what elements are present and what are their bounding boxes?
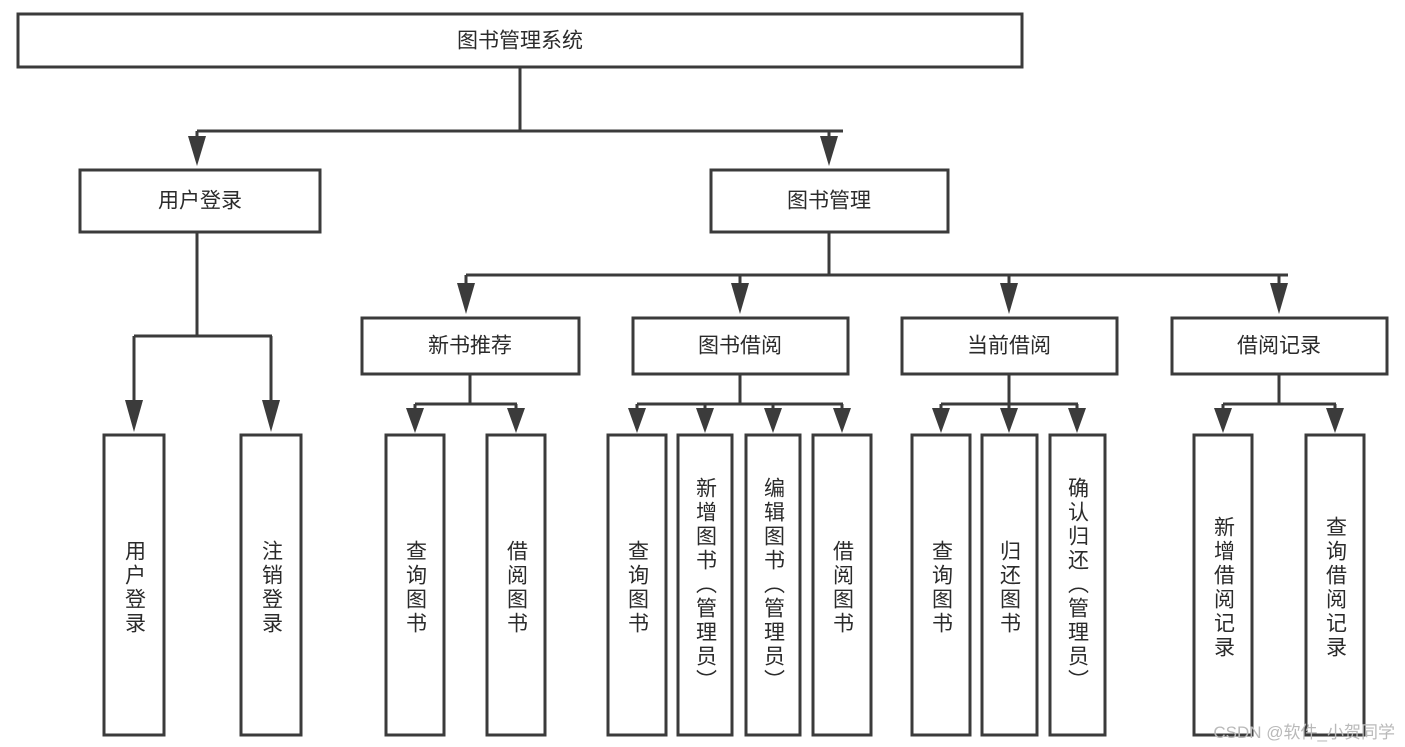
node-borrow-record-label: 借阅记录 [1237,335,1321,358]
leaf-node-query-book-3[interactable]: 查询图书 [910,433,972,737]
leaf-logout-label: 注销登录 [260,540,284,636]
leaf-node-add-book[interactable]: 新增图书（管理员） [676,433,734,737]
connector-book-borrow-to-leaves [628,374,851,433]
connector-root-to-level2 [188,68,843,166]
leaf-return-book-label: 归还图书 [998,540,1022,636]
arrowhead-leaf-logout [262,400,280,432]
leaf-borrow-book-1-box[interactable] [485,433,547,737]
node-book-management-label: 图书管理 [787,190,871,213]
leaf-node-edit-book[interactable]: 编辑图书（管理员） [744,433,802,737]
node-new-book-recommend-box[interactable] [360,316,581,376]
leaf-node-query-book-2[interactable]: 查询图书 [606,433,668,737]
leaf-edit-book-box[interactable] [744,433,802,737]
arrowhead-leaf-user-login [125,400,143,432]
leaf-node-confirm-return[interactable]: 确认归还（管理员） [1048,433,1107,737]
leaf-node-return-book[interactable]: 归还图书 [980,433,1039,737]
arrowhead-leaf-query-book-3 [932,408,950,433]
arrowhead-to-new-book-recommend [457,283,475,314]
node-book-borrow-box[interactable] [631,316,850,376]
leaf-borrow-book-2-label: 借阅图书 [831,540,855,636]
leaf-node-query-book-1[interactable]: 查询图书 [384,433,446,737]
node-user-login[interactable]: 用户登录 [78,168,322,234]
leaf-user-login-label: 用户登录 [123,540,147,636]
arrowhead-leaf-borrow-book-1 [507,408,525,433]
connector-user-login-to-leaves [125,233,280,432]
leaf-borrow-book-1-label: 借阅图书 [505,540,529,636]
node-book-management[interactable]: 图书管理 [709,168,950,234]
leaf-node-query-record[interactable]: 查询借阅记录 [1304,433,1366,737]
node-current-borrow[interactable]: 当前借阅 [900,316,1119,376]
leaf-user-login-box[interactable] [102,433,166,737]
connector-current-borrow-to-leaves [932,374,1086,433]
node-book-borrow[interactable]: 图书借阅 [631,316,850,376]
node-borrow-record[interactable]: 借阅记录 [1170,316,1389,376]
leaf-query-book-3-label: 查询图书 [930,540,954,636]
node-borrow-record-box[interactable] [1170,316,1389,376]
leaf-add-book-label: 新增图书（管理员） [694,477,718,693]
leaf-query-record-label: 查询借阅记录 [1324,516,1348,660]
node-root-box[interactable] [16,12,1024,69]
arrowhead-leaf-query-record [1326,408,1344,433]
arrowhead-leaf-return-book [1000,408,1018,433]
leaf-confirm-return-box[interactable] [1048,433,1107,737]
leaf-add-record-box[interactable] [1192,433,1254,737]
leaf-query-book-1-label: 查询图书 [404,540,428,636]
arrowhead-leaf-add-record [1214,408,1232,433]
node-user-login-box[interactable] [78,168,322,234]
leaf-add-book-box[interactable] [676,433,734,737]
leaf-query-book-2-label: 查询图书 [626,540,650,636]
leaf-node-logout[interactable]: 注销登录 [239,433,303,737]
node-book-borrow-label: 图书借阅 [698,335,782,358]
leaf-borrow-book-2-box[interactable] [811,433,873,737]
leaf-return-book-box[interactable] [980,433,1039,737]
arrowhead-leaf-add-book [696,408,714,433]
node-current-borrow-label: 当前借阅 [967,335,1051,358]
leaf-node-add-record[interactable]: 新增借阅记录 [1192,433,1254,737]
arrowhead-leaf-edit-book [764,408,782,433]
connector-book-management-to-level3 [457,233,1288,314]
node-user-login-label: 用户登录 [158,190,242,213]
connector-borrow-record-to-leaves [1214,374,1344,433]
leaf-node-borrow-book-2[interactable]: 借阅图书 [811,433,873,737]
arrowhead-to-borrow-record [1270,283,1288,314]
arrowhead-leaf-query-book-1 [406,408,424,433]
leaf-query-book-3-box[interactable] [910,433,972,737]
leaf-query-record-box[interactable] [1304,433,1366,737]
connector-new-book-recommend-to-leaves [406,374,525,433]
leaf-query-book-2-box[interactable] [606,433,668,737]
leaf-add-record-label: 新增借阅记录 [1212,516,1236,660]
leaf-node-user-login[interactable]: 用户登录 [102,433,166,737]
leaf-node-borrow-book-1[interactable]: 借阅图书 [485,433,547,737]
leaf-query-book-1-box[interactable] [384,433,446,737]
node-new-book-recommend-label: 新书推荐 [428,335,512,358]
arrowhead-to-book-borrow [731,283,749,314]
arrowhead-to-book-management [820,136,838,166]
leaf-confirm-return-label: 确认归还（管理员） [1066,477,1090,693]
arrowhead-leaf-confirm-return [1068,408,1086,433]
leaf-logout-box[interactable] [239,433,303,737]
arrowhead-leaf-borrow-book-2 [833,408,851,433]
node-current-borrow-box[interactable] [900,316,1119,376]
node-root-label: 图书管理系统 [457,30,583,53]
node-new-book-recommend[interactable]: 新书推荐 [360,316,581,376]
arrowhead-to-user-login [188,136,206,166]
node-root-book-management-system[interactable]: 图书管理系统 [16,12,1024,69]
arrowhead-leaf-query-book-2 [628,408,646,433]
leaf-edit-book-label: 编辑图书（管理员） [762,477,786,693]
arrowhead-to-current-borrow [1000,283,1018,314]
node-book-management-box[interactable] [709,168,950,234]
